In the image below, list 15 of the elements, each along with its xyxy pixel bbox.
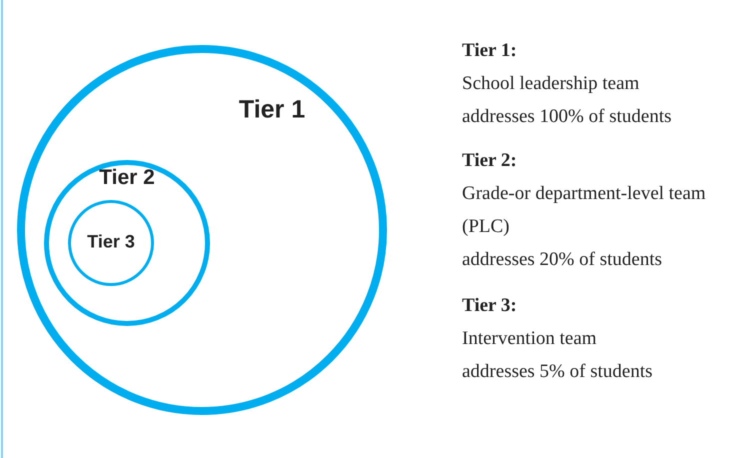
tier-description: addresses 20% of students bbox=[462, 248, 663, 272]
tier-label: Tier 2 bbox=[99, 166, 155, 190]
tier-heading: Tier 2: bbox=[462, 149, 518, 173]
tier-heading: Tier 1: bbox=[462, 39, 518, 63]
tier-description: School leadership team bbox=[462, 72, 640, 96]
tier-description: Intervention team bbox=[462, 327, 598, 351]
tier-description: Grade-or department-level team (PLC) bbox=[462, 182, 707, 239]
tier-circle bbox=[44, 160, 210, 326]
tier-label: Tier 1 bbox=[238, 96, 306, 124]
tier-label: Tier 3 bbox=[87, 232, 135, 252]
tier-circle bbox=[17, 45, 387, 415]
tier-circle bbox=[68, 200, 154, 286]
tier-description: addresses 100% of students bbox=[462, 105, 672, 129]
tier-heading: Tier 3: bbox=[462, 294, 518, 318]
tier-description: addresses 5% of students bbox=[462, 360, 654, 384]
